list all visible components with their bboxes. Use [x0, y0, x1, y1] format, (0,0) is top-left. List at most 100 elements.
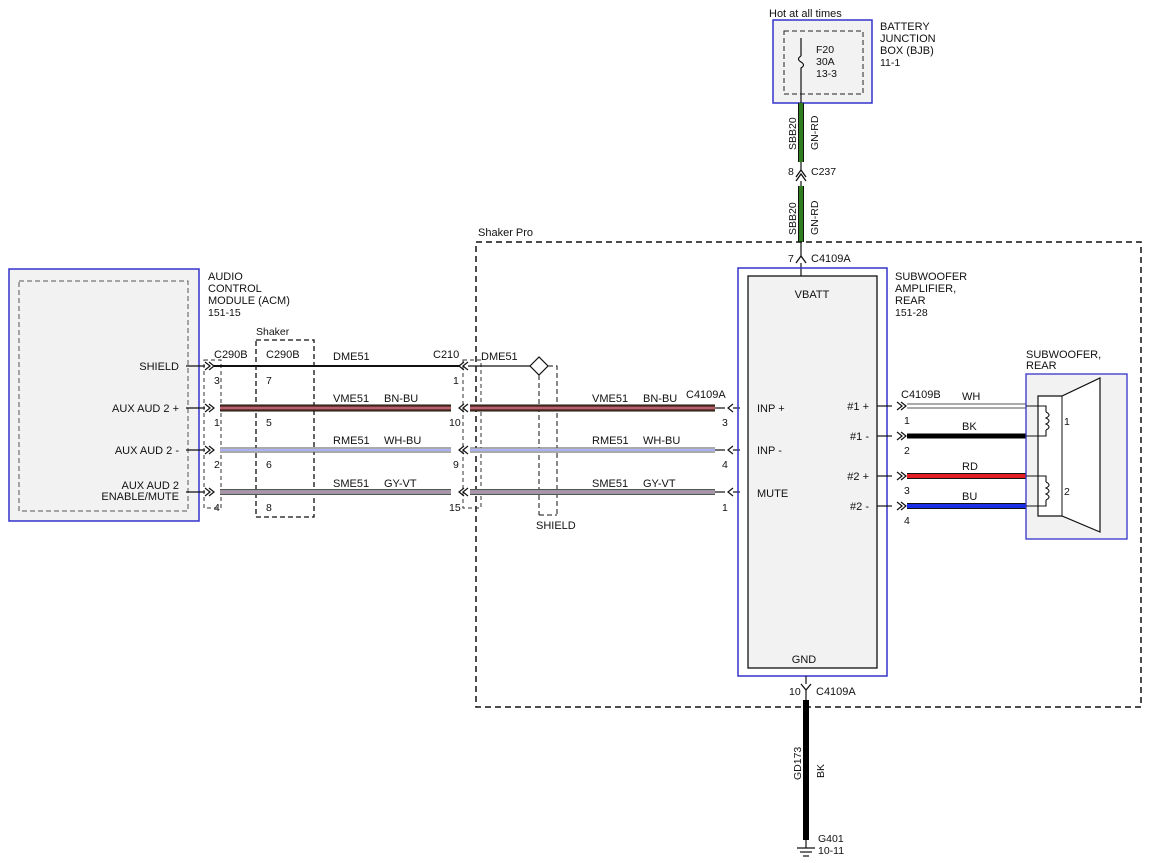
c210-connector: C210 1 10 9 15 — [433, 349, 482, 514]
c4109b-pin-4: 4 — [904, 515, 910, 527]
amp-gnd-label: GND — [792, 654, 817, 666]
shield-label: SHIELD — [536, 520, 576, 532]
dme51-label-right: DME51 — [481, 351, 518, 363]
amp-input-minus: INP - — [757, 445, 782, 457]
ground-circuit-label: GD173 — [792, 747, 804, 780]
shaker-pin-8: 8 — [266, 502, 272, 514]
acm-pin-aux-minus: AUX AUD 2 - — [115, 445, 180, 457]
speaker-cone-icon — [1037, 377, 1101, 533]
amp-output-2-minus: #2 - — [850, 501, 869, 513]
coil-1-label: 1 — [1064, 416, 1070, 428]
c237-connector: 8 C237 — [788, 166, 836, 182]
battery-junction-box: Hot at all times F20 30A 13-3 BATTERY JU… — [769, 8, 936, 104]
amp-output-1-minus: #1 - — [850, 431, 869, 443]
ground-circuit: 10 C4109A GD173 BK G401 10-11 — [789, 676, 856, 857]
c290b-acm-connector: C290B 3 1 2 4 — [203, 349, 248, 514]
amp-vbatt-label: VBATT — [795, 289, 830, 301]
amp-title-1: SUBWOOFER — [895, 271, 967, 283]
dme51-label-left: DME51 — [333, 351, 370, 363]
c4109b-pin-2: 2 — [904, 445, 910, 457]
c290b-acm-pin-2: 2 — [214, 459, 220, 471]
speaker-wire-rd-label: RD — [962, 461, 978, 473]
bjb-title-1: BATTERY — [880, 21, 930, 33]
wire-speaker-bu: BU — [877, 491, 1026, 511]
amp-title-2: AMPLIFIER, — [895, 283, 956, 295]
c210-name: C210 — [433, 349, 459, 361]
shaker-label: Shaker — [256, 326, 290, 338]
shaker-pro-label: Shaker Pro — [478, 227, 533, 239]
coil-1-icon — [1026, 405, 1050, 437]
c4109a-pin-1: 1 — [722, 502, 728, 514]
sme51-color-right: GY-VT — [643, 478, 676, 490]
coil-2-icon — [1026, 475, 1050, 507]
subwoofer-amplifier: VBATT GND INP + INP - MUTE #1 + #1 - #2 … — [737, 267, 967, 677]
shaker-c290b-connector: Shaker C290B 7 5 6 8 — [255, 326, 315, 518]
shaker-pin-6: 6 — [266, 459, 272, 471]
feed-circuit-lower: SBB20 — [787, 202, 799, 235]
c4109b-pin-1: 1 — [904, 415, 910, 427]
c4109b-name: C4109B — [901, 389, 941, 401]
sme51-circuit-left: SME51 — [333, 478, 369, 490]
wire-speaker-bk: BK — [877, 421, 1026, 441]
subwoofer-title-2: REAR — [1026, 360, 1057, 372]
ground-name: G401 — [818, 833, 844, 845]
c237-pin: 8 — [788, 166, 794, 178]
fuse-ref: 13-3 — [816, 68, 837, 80]
bjb-title-2: JUNCTION — [880, 33, 936, 45]
vme51-color-right: BN-BU — [643, 393, 677, 405]
feed-wire-upper: SBB20 GN-RD — [787, 80, 821, 170]
shaker-pin-5: 5 — [266, 417, 272, 429]
c4109a-name-bottom: C4109A — [816, 686, 856, 698]
shield-splice-icon — [529, 356, 549, 376]
acm-pin-aux-plus: AUX AUD 2 + — [112, 403, 179, 415]
shaker-c290b-name: C290B — [266, 349, 300, 361]
c290b-acm-pin-4: 4 — [214, 502, 220, 514]
acm-title-1: AUDIO — [208, 271, 243, 283]
c210-pin-1: 1 — [453, 375, 459, 387]
acm-pin-aux-enable-2: ENABLE/MUTE — [101, 491, 179, 503]
amp-title-3: REAR — [895, 295, 926, 307]
acm-pin-shield: SHIELD — [139, 361, 179, 373]
audio-control-module: AUDIO CONTROL MODULE (ACM) 151-15 SHIELD… — [8, 268, 290, 522]
c290b-acm-name: C290B — [214, 349, 248, 361]
coil-2-label: 2 — [1064, 486, 1070, 498]
amp-output-2-plus: #2 + — [847, 471, 869, 483]
subwoofer-speaker: SUBWOOFER, REAR 1 2 — [1025, 349, 1128, 540]
subwoofer-title-1: SUBWOOFER, — [1026, 349, 1101, 361]
fuse-icon — [797, 38, 805, 80]
fuse-name: F20 — [816, 44, 834, 56]
feed-wire-lower: SBB20 GN-RD — [787, 181, 821, 256]
vme51-circuit-left: VME51 — [333, 393, 369, 405]
feed-circuit-upper: SBB20 — [787, 117, 799, 150]
c210-pin-15: 15 — [449, 502, 461, 514]
wire-vme51: VME51 BN-BU VME51 BN-BU — [186, 393, 740, 413]
sme51-color-left: GY-VT — [384, 478, 417, 490]
bjb-ref: 11-1 — [880, 57, 900, 69]
c4109a-name-signal: C4109A — [686, 389, 726, 401]
rme51-circuit-right: RME51 — [592, 435, 629, 447]
c4109a-pin-4: 4 — [722, 459, 728, 471]
c290b-acm-pin-3: 3 — [214, 375, 220, 387]
c4109a-pin-3: 3 — [722, 417, 728, 429]
c4109b-pin-3: 3 — [904, 485, 910, 497]
c4109a-name-top: C4109A — [811, 253, 851, 265]
c210-pin-9: 9 — [453, 459, 459, 471]
c4109a-bottom-pin: 10 — [789, 686, 801, 698]
fuse-rating: 30A — [816, 56, 835, 68]
acm-title-2: CONTROL — [208, 283, 262, 295]
bjb-title-3: BOX (BJB) — [880, 45, 934, 57]
speaker-wire-wh-label: WH — [962, 391, 980, 403]
wire-sme51: SME51 GY-VT SME51 GY-VT — [186, 478, 740, 497]
supply-label: Hot at all times — [769, 8, 842, 20]
shaker-pin-7: 7 — [266, 375, 272, 387]
rme51-color-left: WH-BU — [384, 435, 421, 447]
vme51-color-left: BN-BU — [384, 393, 418, 405]
speaker-wire-bu-label: BU — [962, 491, 977, 503]
ground-color-label: BK — [815, 764, 827, 778]
rme51-circuit-left: RME51 — [333, 435, 370, 447]
bjb-box — [772, 19, 873, 104]
speaker-wire-bk-label: BK — [962, 421, 977, 433]
wire-speaker-rd: RD — [877, 461, 1026, 481]
rme51-color-right: WH-BU — [643, 435, 680, 447]
